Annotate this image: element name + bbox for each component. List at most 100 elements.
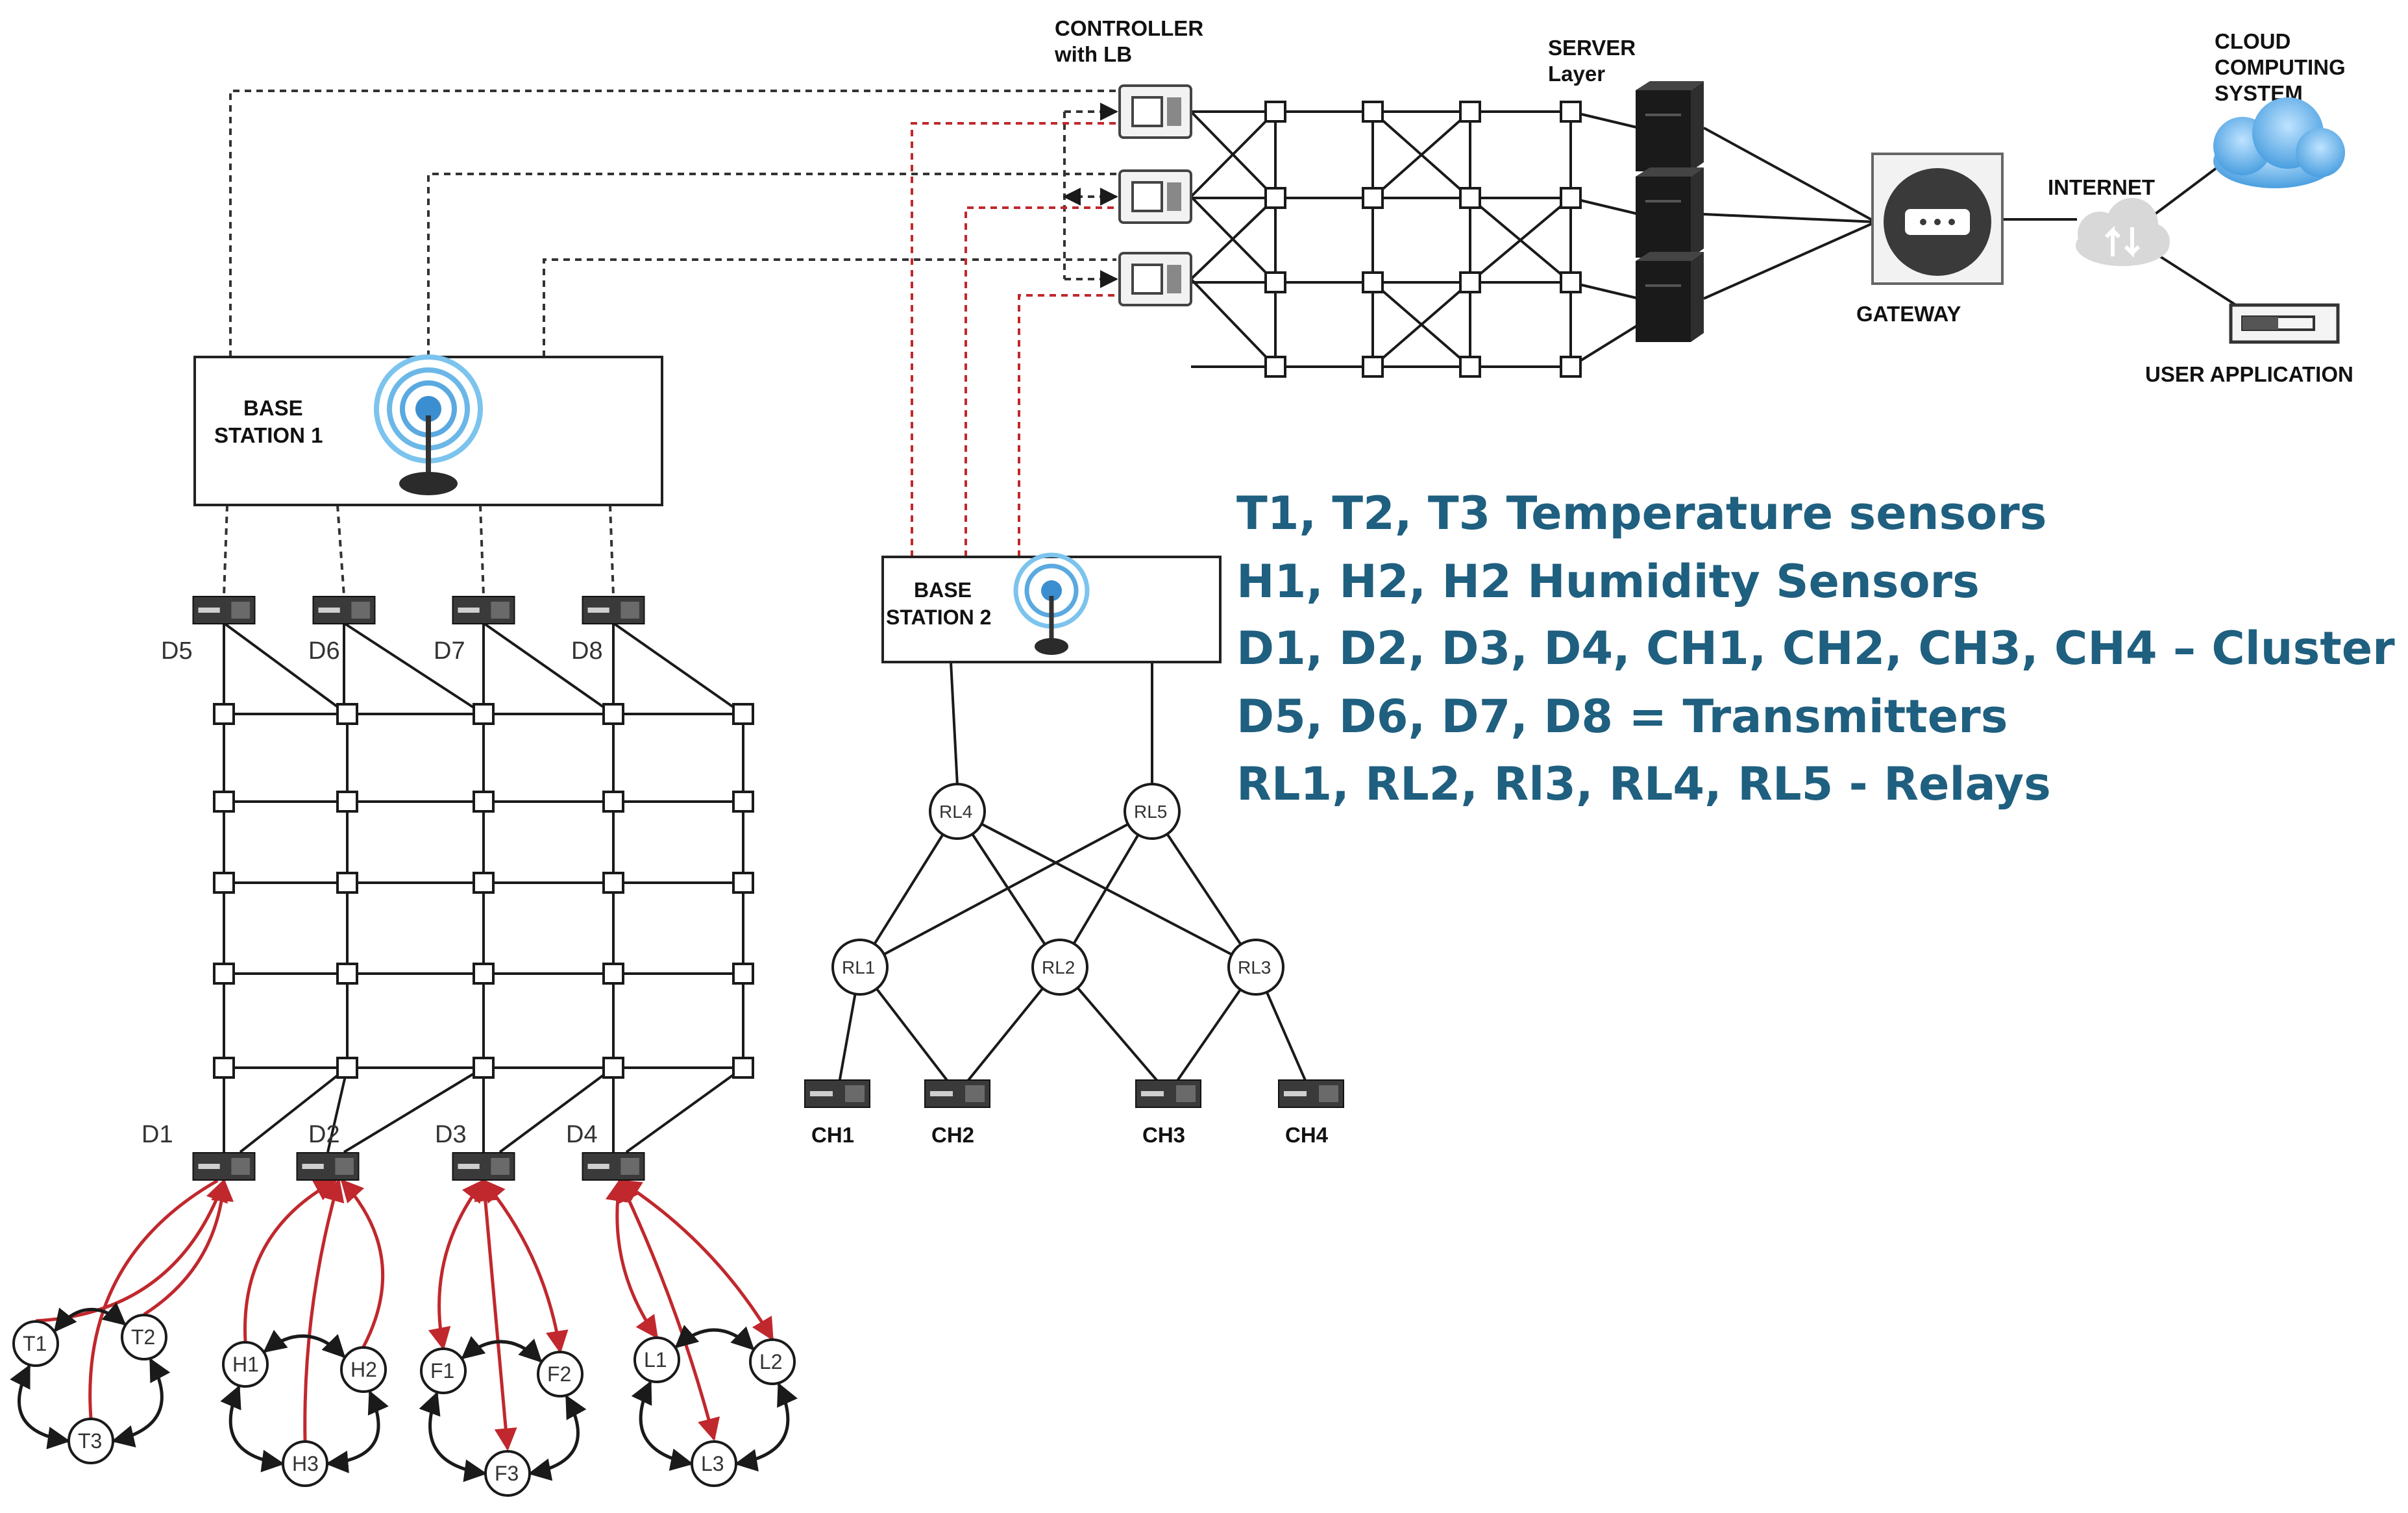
base-station-2-label: BASE STATION 2 — [886, 578, 991, 629]
link-line — [1703, 221, 1876, 300]
sensor-ring-link — [734, 1382, 798, 1472]
server-grid-node — [1459, 101, 1481, 123]
internet-label: INTERNET — [2048, 175, 2155, 199]
sensor-label: F2 — [547, 1362, 571, 1386]
server-grid-node — [1362, 187, 1384, 209]
red-sensor-link — [243, 1179, 338, 1342]
legend-line-3: D1, D2, D3, D4, CH1, CH2, CH3, CH4 – Clu… — [1236, 622, 2408, 675]
device-port — [587, 608, 609, 613]
device-port — [198, 1164, 220, 1169]
cluster-grid-node — [336, 963, 358, 985]
cluster-grid-node — [336, 703, 358, 725]
device-port — [458, 608, 480, 613]
switch-led-block — [1167, 97, 1181, 126]
network-device-icon — [452, 596, 515, 624]
dashed-link — [229, 90, 1116, 357]
server-side — [1691, 167, 1704, 258]
transmitter-label: D8 — [571, 637, 603, 665]
server-top — [1636, 167, 1704, 177]
gateway-icon — [1871, 153, 2004, 285]
sensor-node — [484, 1450, 531, 1497]
server-side — [1691, 252, 1704, 342]
link-line — [1570, 110, 1640, 129]
dashed-link — [427, 173, 1116, 357]
cluster-grid-node — [213, 1057, 235, 1079]
gateway-label: GATEWAY — [1856, 302, 1961, 326]
link-line — [223, 622, 349, 715]
red-sensor-link — [340, 1179, 385, 1348]
sensor-ring-link — [10, 1364, 71, 1449]
red-sensor-link — [618, 1178, 720, 1442]
server-tower-icon — [1636, 252, 1704, 342]
device-panel — [231, 1158, 250, 1175]
legend-line-4: D5, D6, D7, D8 = Transmitters — [1236, 690, 2008, 743]
cluster-grid-node — [732, 791, 754, 813]
network-device-icon — [192, 1152, 256, 1181]
device-panel — [231, 602, 250, 619]
link-line — [1190, 197, 1277, 280]
legend-line-5: RL1, RL2, Rl3, RL4, RL5 - Relays — [1236, 757, 2051, 811]
link-line — [1371, 110, 1471, 199]
sensor-node — [340, 1346, 387, 1393]
link-line — [326, 1067, 349, 1153]
base-station-1-label: BASE STATION 1 — [214, 396, 323, 447]
sensor-node — [12, 1320, 59, 1367]
device-panel — [845, 1085, 865, 1102]
link-line — [1569, 323, 1640, 368]
relay-node — [1124, 783, 1181, 840]
cloud-icon — [2213, 97, 2345, 188]
sensor-label: T3 — [78, 1429, 102, 1453]
switch-icon — [1118, 169, 1192, 224]
server-grid-node — [1362, 356, 1384, 378]
server-grid-node — [1264, 101, 1286, 123]
device-panel — [1176, 1085, 1196, 1102]
transmitter-label: D5 — [161, 637, 193, 665]
link-line — [498, 1066, 615, 1153]
cluster-grid-node — [473, 963, 495, 985]
sensor-label: T2 — [131, 1325, 155, 1349]
server-grid-node — [1264, 271, 1286, 293]
device-port — [198, 608, 220, 613]
sensor-node — [691, 1440, 737, 1487]
cluster-grid-node — [213, 791, 235, 813]
link-line — [343, 1066, 485, 1153]
switch-icon — [1118, 252, 1192, 306]
device-port — [587, 1164, 609, 1169]
cluster-grid-node — [473, 1057, 495, 1079]
link-line — [2154, 252, 2237, 306]
sensor-node — [420, 1347, 467, 1394]
device-panel — [335, 1158, 354, 1175]
sensor-ring-link — [325, 1390, 389, 1473]
server-grid-node — [1362, 271, 1384, 293]
sensor-node — [222, 1341, 269, 1388]
link-line — [950, 661, 959, 786]
network-device-icon — [582, 1152, 645, 1181]
sensor-label: L2 — [759, 1350, 783, 1373]
cluster-grid-node — [602, 963, 624, 985]
device-port — [302, 1164, 324, 1169]
device-port — [1141, 1091, 1164, 1096]
server-body — [1636, 261, 1691, 342]
server-grid-node — [1459, 356, 1481, 378]
sensor-node — [749, 1338, 796, 1385]
sensor-node — [282, 1440, 328, 1487]
dashed-link — [479, 504, 485, 597]
server-grid-node — [1362, 101, 1384, 123]
controller-label: CONTROLLER with LB — [1054, 16, 1209, 66]
sensor-label: L1 — [644, 1348, 667, 1372]
link-line — [482, 622, 615, 715]
server-grid-node — [1560, 101, 1582, 123]
server-top — [1636, 252, 1704, 261]
network-device-icon — [1135, 1079, 1201, 1108]
dashed-link — [543, 258, 1116, 357]
relay-label: RL4 — [939, 802, 972, 822]
relay-node — [1227, 939, 1284, 996]
server-tower-icon — [1636, 167, 1704, 258]
network-device-icon — [452, 1152, 515, 1181]
device-panel — [965, 1085, 985, 1102]
link-line — [1570, 281, 1640, 300]
dashed-link — [336, 504, 345, 597]
device-panel — [491, 1158, 510, 1175]
relay-label: RL3 — [1238, 957, 1271, 978]
device-port — [1284, 1091, 1307, 1096]
